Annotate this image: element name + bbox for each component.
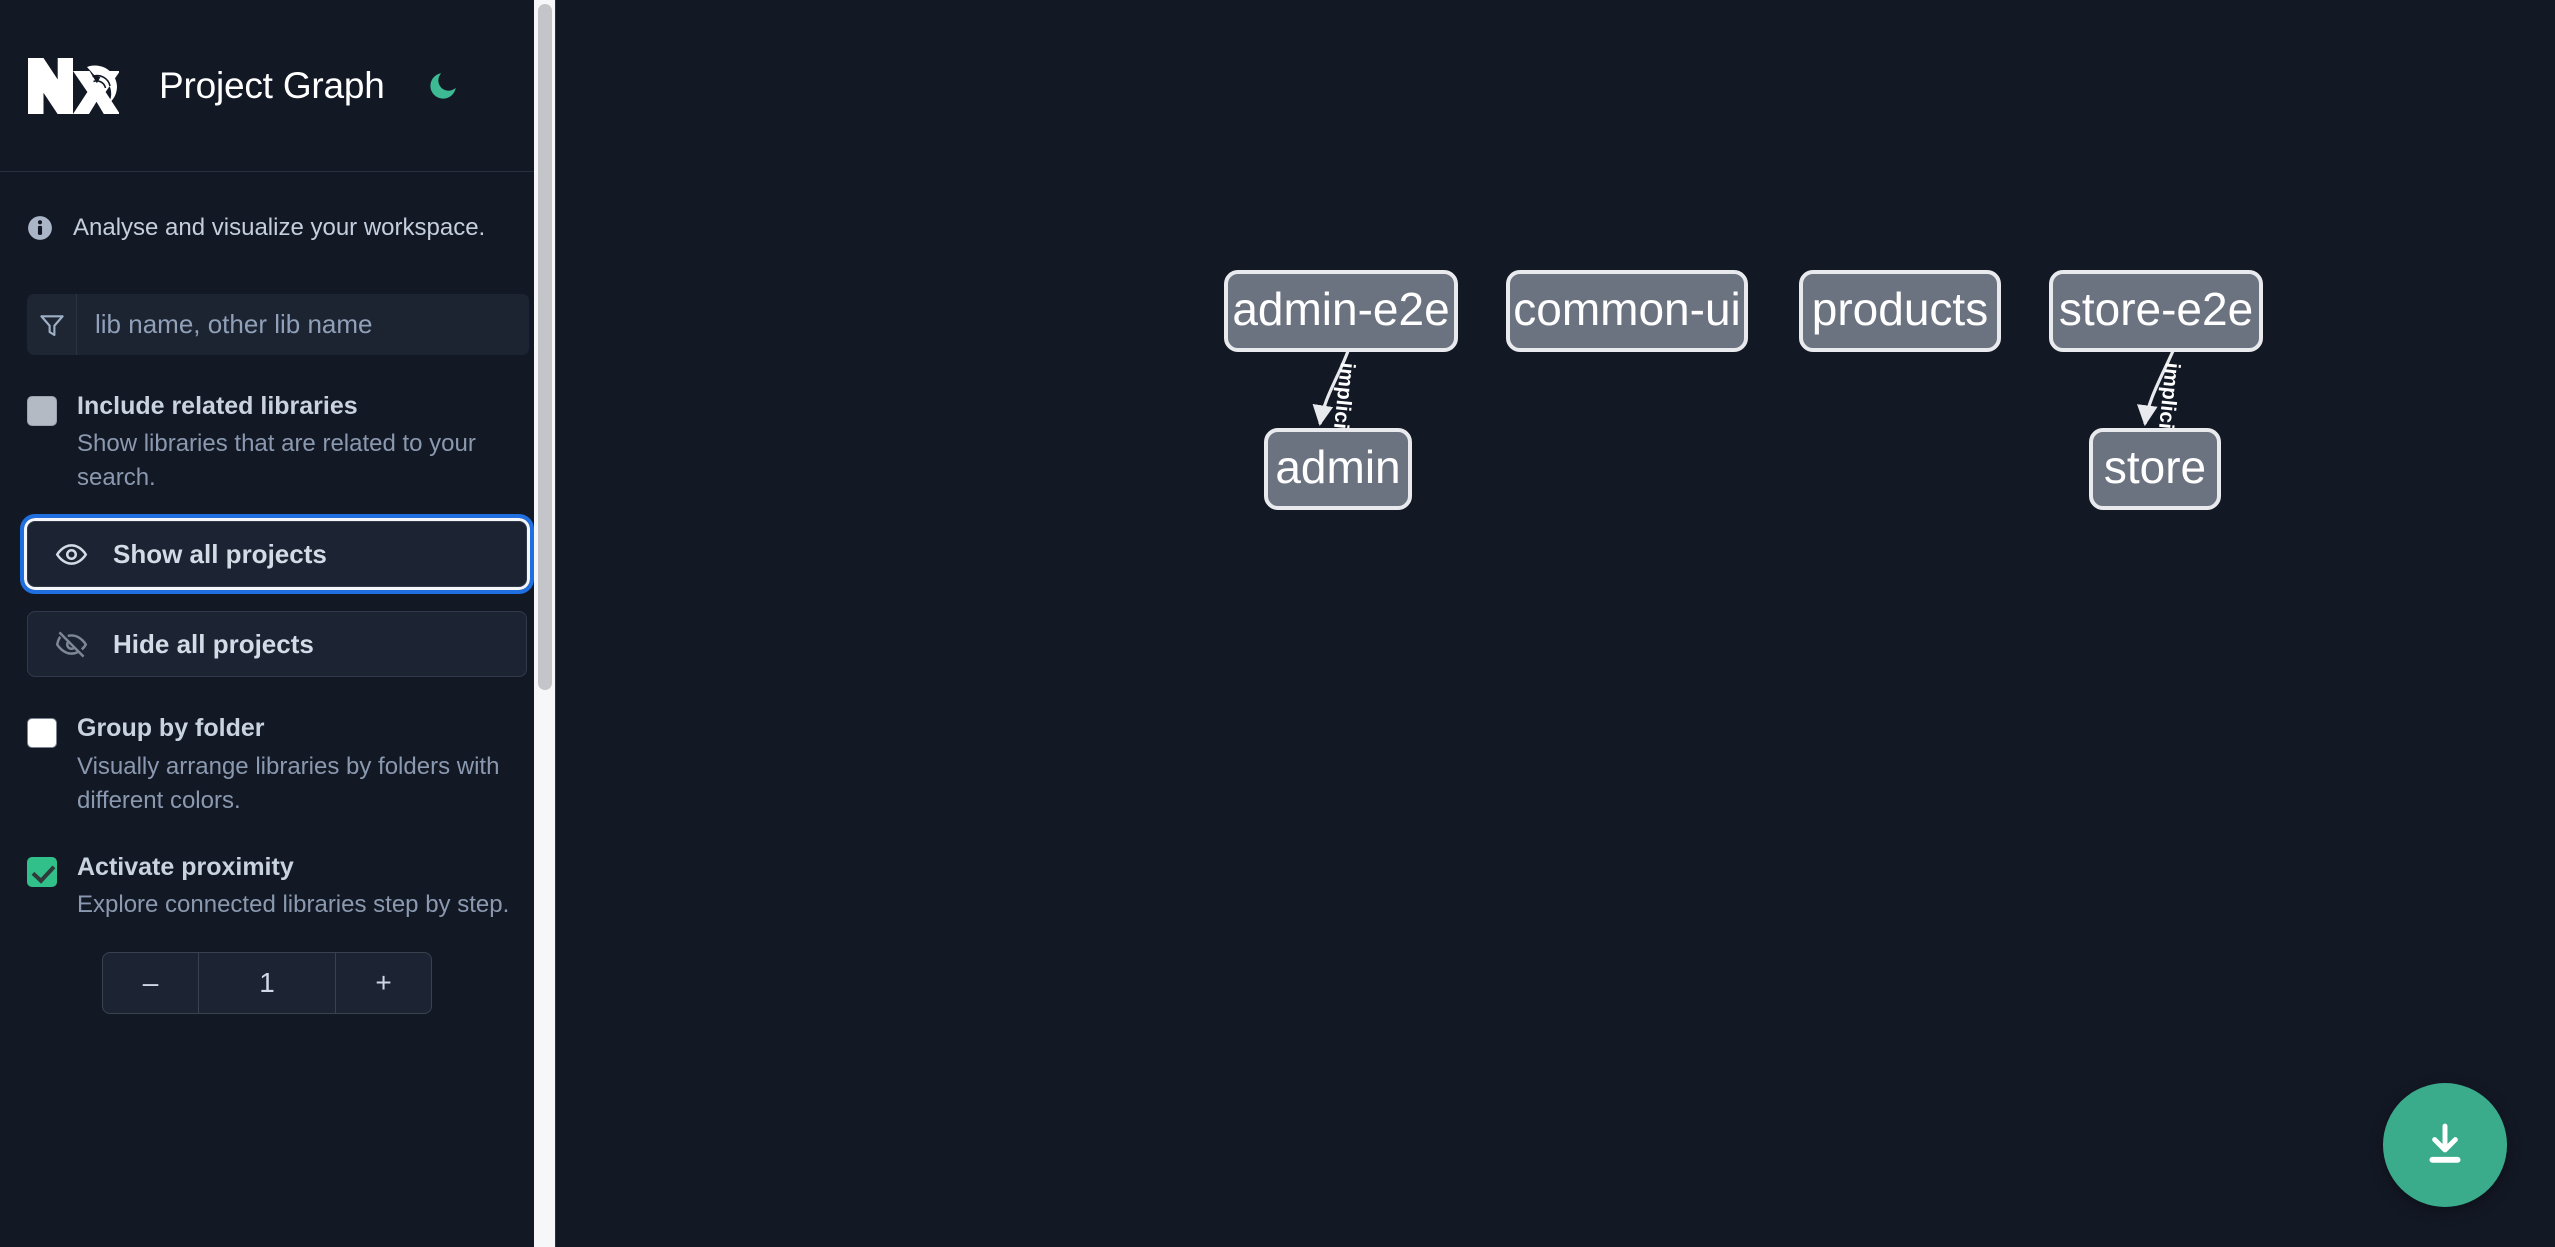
info-circle-icon bbox=[28, 216, 52, 240]
option-activate-proximity[interactable]: Activate proximity Explore connected lib… bbox=[27, 852, 529, 922]
group-by-folder-checkbox[interactable] bbox=[27, 718, 57, 749]
filter-field[interactable] bbox=[27, 294, 529, 355]
option-group-by-folder[interactable]: Group by folder Visually arrange librari… bbox=[27, 713, 529, 817]
visibility-buttons: Show all projects Hide all projects bbox=[20, 514, 534, 678]
sidebar-scrollbar-thumb[interactable] bbox=[538, 4, 552, 690]
option-label: Activate proximity bbox=[77, 852, 294, 881]
graph-node-admin[interactable]: admin bbox=[1264, 428, 1412, 510]
hide-all-projects-label: Hide all projects bbox=[113, 628, 314, 659]
download-icon bbox=[2429, 1123, 2461, 1163]
stepper-decrement-button[interactable]: – bbox=[103, 953, 199, 1014]
option-label: Group by folder bbox=[77, 714, 265, 743]
graph-node-common-ui[interactable]: common-ui bbox=[1506, 270, 1748, 352]
graph-node-store-e2e[interactable]: store-e2e bbox=[2049, 270, 2263, 352]
eye-icon bbox=[55, 544, 88, 565]
sidebar-divider bbox=[555, 0, 556, 1247]
graph-edges bbox=[1312, 350, 2175, 427]
nx-logo-icon bbox=[28, 57, 119, 114]
node-label: admin-e2e bbox=[1232, 283, 1449, 335]
option-text: Group by folder Visually arrange librari… bbox=[77, 713, 527, 817]
hide-all-projects-button[interactable]: Hide all projects bbox=[27, 611, 527, 678]
workspace-info-text: Analyse and visualize your workspace. bbox=[73, 214, 486, 241]
page-title: Project Graph bbox=[159, 64, 385, 106]
option-label: Include related libraries bbox=[77, 392, 358, 420]
project-graph-svg: implicit implicit admin-e2e common-ui pr… bbox=[1224, 270, 2263, 510]
show-all-projects-label: Show all projects bbox=[113, 538, 327, 569]
funnel-icon-box bbox=[27, 294, 77, 355]
sidebar-header: Project Graph bbox=[0, 0, 556, 172]
sidebar-body: Include related libraries Show libraries… bbox=[0, 294, 556, 1015]
stepper-increment-button[interactable]: + bbox=[335, 953, 431, 1014]
eye-slash-icon bbox=[55, 631, 88, 658]
edge-label-implicit: implicit bbox=[1328, 361, 1359, 437]
node-label: products bbox=[1812, 283, 1988, 335]
edge-label-implicit: implicit bbox=[2153, 361, 2184, 437]
node-label: store bbox=[2104, 441, 2206, 493]
node-label: common-ui bbox=[1513, 283, 1741, 335]
edge-store-e2e-to-store bbox=[2137, 350, 2175, 427]
option-description: Explore connected libraries step by step… bbox=[77, 891, 510, 919]
edge-admin-e2e-to-admin bbox=[1312, 350, 1350, 427]
graph-canvas[interactable]: implicit implicit admin-e2e common-ui pr… bbox=[556, 0, 2555, 1247]
option-description: Show libraries that are related to your … bbox=[77, 430, 476, 492]
search-input[interactable] bbox=[77, 294, 529, 355]
option-description: Visually arrange libraries by folders wi… bbox=[77, 752, 500, 814]
stepper-value: 1 bbox=[259, 967, 275, 999]
workspace-info: Analyse and visualize your workspace. bbox=[0, 172, 556, 284]
option-text: Include related libraries Show libraries… bbox=[77, 391, 527, 495]
moon-icon bbox=[430, 72, 456, 99]
option-include-related-libraries[interactable]: Include related libraries Show libraries… bbox=[27, 391, 529, 495]
show-all-projects-button[interactable]: Show all projects bbox=[20, 514, 534, 595]
graph-node-store[interactable]: store bbox=[2089, 428, 2221, 510]
theme-toggle-button[interactable] bbox=[423, 66, 463, 106]
option-text: Activate proximity Explore connected lib… bbox=[77, 852, 509, 922]
sidebar: Project Graph Analyse and visualize your… bbox=[0, 0, 556, 1247]
graph-edge-labels: implicit implicit bbox=[1328, 361, 2184, 437]
activate-proximity-checkbox[interactable] bbox=[27, 856, 57, 887]
node-label: admin bbox=[1275, 441, 1400, 493]
sidebar-scrollbar[interactable] bbox=[534, 0, 556, 1247]
graph-node-admin-e2e[interactable]: admin-e2e bbox=[1224, 270, 1458, 352]
proximity-stepper[interactable]: – 1 + bbox=[102, 952, 432, 1015]
include-related-libraries-checkbox[interactable] bbox=[27, 396, 57, 426]
funnel-icon bbox=[39, 314, 64, 336]
download-graph-button[interactable] bbox=[2383, 1083, 2507, 1207]
graph-node-products[interactable]: products bbox=[1799, 270, 2001, 352]
node-label: store-e2e bbox=[2059, 283, 2253, 335]
